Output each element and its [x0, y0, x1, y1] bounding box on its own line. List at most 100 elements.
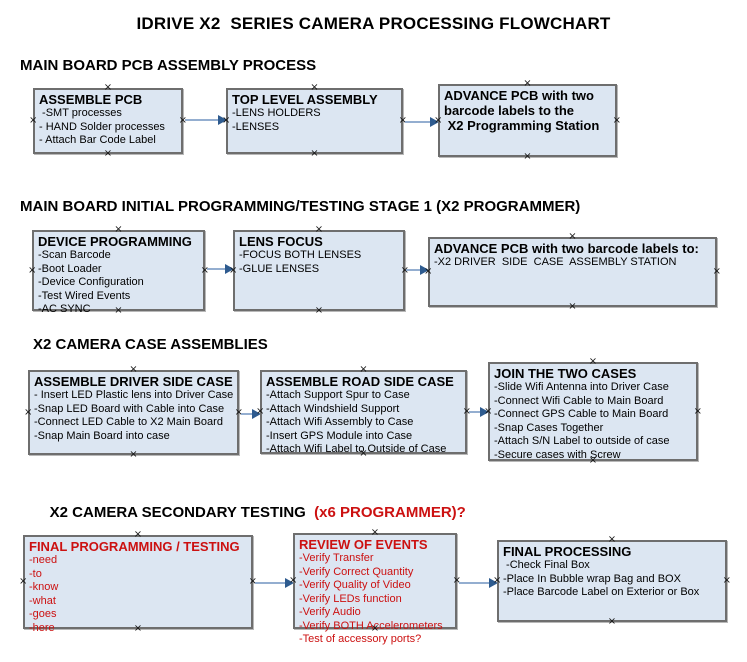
box-item: -what	[29, 594, 56, 607]
box-item: -Attach Support Spur to Case	[266, 389, 410, 401]
connection-point-icon: ×	[712, 266, 721, 277]
box-item: -LENSES	[232, 120, 280, 133]
section-heading-case-assemblies: X2 CAMERA CASE ASSEMBLIES	[33, 336, 268, 353]
box-title: TOP LEVEL ASSEMBLY	[232, 92, 378, 107]
connection-point-icon: ×	[103, 148, 113, 159]
arrowhead-icon	[480, 407, 489, 417]
arrowhead-icon	[252, 409, 261, 419]
box-item: -Connect GPS Cable to Main Board	[494, 408, 669, 420]
page-title: IDRIVE X2 SERIES CAMERA PROCESSING FLOWC…	[136, 14, 611, 33]
box-title: JOIN THE TWO CASES	[494, 366, 637, 381]
box-item: -here	[29, 621, 55, 634]
flow-box-join-the-two-cases[interactable]: × × × × JOIN THE TWO CASES -Slide Wifi A…	[484, 357, 702, 466]
box-item: -Slide Wifi Antenna into Driver Case	[494, 381, 669, 393]
connection-point-icon: ×	[722, 575, 731, 586]
connection-point-icon: ×	[129, 449, 138, 460]
box-item: -goes	[29, 608, 57, 620]
box-item: - Insert LED Plastic lens into Driver Ca…	[34, 389, 234, 401]
box-item: -Verify Transfer	[299, 552, 374, 564]
flow-box-assemble-pcb[interactable]: × × × × ASSEMBLE PCB -SMT processes - HA…	[29, 83, 187, 159]
flow-box-assemble-road-side-case[interactable]: × × × × ASSEMBLE ROAD SIDE CASE -Attach …	[256, 365, 471, 459]
box-item: -Attach S/N Label to outside of case	[494, 435, 670, 447]
connection-point-icon: ×	[607, 616, 617, 627]
flow-box-advance-pcb-station[interactable]: × × × × ADVANCE PCB with two barcode lab…	[434, 79, 621, 162]
connection-point-icon: ×	[19, 576, 28, 587]
box-item: -Snap LED Board with Cable into Case	[34, 402, 225, 415]
connector-line	[241, 413, 255, 415]
box-item: -Boot Loader	[38, 262, 102, 275]
box-item: - HAND Solder processes	[39, 120, 165, 133]
flow-box-device-programming[interactable]: × × × × DEVICE PROGRAMMING -Scan Barcode…	[28, 225, 209, 316]
connector-arrow[interactable]	[459, 577, 498, 589]
box-title: ADVANCE PCB with two barcode labels to:	[434, 241, 699, 256]
flow-box-top-level-assembly[interactable]: × × × × TOP LEVEL ASSEMBLY -LENS HOLDERS…	[222, 83, 407, 159]
box-item: -Verify Correct Quantity	[299, 565, 414, 578]
box-item: -Test Wired Events	[38, 289, 131, 302]
box-title: FINAL PROCESSING	[503, 544, 632, 559]
connector-line	[255, 582, 288, 584]
arrowhead-icon	[218, 115, 227, 125]
box-item: -Verify BOTH Accelerometers	[299, 619, 443, 632]
connection-point-icon: ×	[24, 406, 33, 418]
box-item: -Secure cases with Screw	[494, 448, 621, 461]
box-title: FINAL PROGRAMMING / TESTING	[29, 539, 240, 554]
connector-arrow[interactable]	[241, 408, 261, 420]
connection-point-icon: ×	[693, 405, 702, 417]
box-item: -to	[29, 567, 42, 580]
box-item: -Insert GPS Module into Case	[266, 429, 413, 442]
box-title: LENS FOCUS	[239, 234, 323, 249]
flow-box-advance-pcb-driver-station[interactable]: × × × × ADVANCE PCB with two barcode lab…	[424, 232, 721, 312]
connector-arrow[interactable]	[405, 116, 439, 128]
box-item: -LENS HOLDERS	[232, 107, 321, 119]
arrowhead-icon	[225, 264, 234, 274]
arrowhead-icon	[430, 117, 439, 127]
box-title-line: ADVANCE PCB with two	[444, 88, 594, 103]
connection-point-icon: ×	[28, 264, 37, 276]
box-item: -Attach Wifi Label to Outside of Case	[266, 443, 447, 455]
box-item: -Attach Wifi Assembly to Case	[266, 416, 414, 428]
arrowhead-icon	[285, 578, 294, 588]
connection-point-icon: ×	[29, 115, 38, 126]
section-heading-pcb-assembly: MAIN BOARD PCB ASSEMBLY PROCESS	[20, 57, 317, 74]
connector-line	[405, 121, 433, 123]
box-item: -Verify Audio	[299, 606, 361, 618]
connector-line	[406, 269, 423, 271]
arrowhead-icon	[420, 265, 429, 275]
connector-line	[459, 582, 492, 584]
box-title: ASSEMBLE ROAD SIDE CASE	[266, 374, 454, 389]
box-title: REVIEW OF EVENTS	[299, 537, 428, 552]
connection-point-icon: ×	[310, 148, 319, 159]
connector-line	[185, 119, 221, 121]
box-item: -Connect LED Cable to X2 Main Board	[34, 416, 223, 428]
flow-box-assemble-driver-side-case[interactable]: × × × × ASSEMBLE DRIVER SIDE CASE - Inse…	[24, 365, 243, 460]
flow-box-final-programming-testing[interactable]: × × × × FINAL PROGRAMMING / TESTING -nee…	[19, 530, 257, 634]
connection-point-icon: ×	[612, 114, 621, 126]
connection-point-icon: ×	[523, 151, 532, 162]
box-title: DEVICE PROGRAMMING	[38, 234, 192, 249]
box-title: ASSEMBLE PCB	[39, 92, 143, 107]
box-item: -Attach Windshield Support	[266, 402, 400, 415]
connector-arrow[interactable]	[255, 577, 294, 589]
flow-box-final-processing[interactable]: × × × × FINAL PROCESSING -Check Final Bo…	[493, 535, 731, 627]
connector-arrow[interactable]	[207, 263, 234, 275]
connector-line	[207, 268, 228, 270]
connection-point-icon: ×	[568, 301, 577, 312]
box-item: -need	[29, 554, 58, 566]
box-item: -Snap Main Board into case	[34, 429, 170, 442]
section-heading-secondary-testing-red: (x6 PROGRAMMER)?	[314, 504, 466, 521]
box-title-line: barcode labels to the	[444, 103, 575, 118]
box-item: -Check Final Box	[503, 559, 590, 571]
box-item: -X2 DRIVER SIDE CASE ASSEMBLY STATION	[434, 256, 677, 268]
flow-box-lens-focus[interactable]: × × × × LENS FOCUS -FOCUS BOTH LENSES -G…	[229, 225, 409, 316]
box-item: -AC SYNC	[38, 303, 91, 315]
connector-arrow[interactable]	[469, 406, 489, 418]
box-item: -Verify Quality of Video	[299, 579, 411, 591]
box-item: - Attach Bar Code Label	[39, 134, 156, 146]
box-item: -Verify LEDs function	[299, 592, 402, 605]
connector-arrow[interactable]	[406, 264, 429, 276]
flow-box-review-of-events[interactable]: × × × × REVIEW OF EVENTS -Verify Transfe…	[289, 528, 461, 646]
connector-arrow[interactable]	[185, 114, 227, 126]
section-heading-secondary-testing-black: X2 CAMERA SECONDARY TESTING	[49, 504, 315, 521]
arrowhead-icon	[489, 578, 498, 588]
